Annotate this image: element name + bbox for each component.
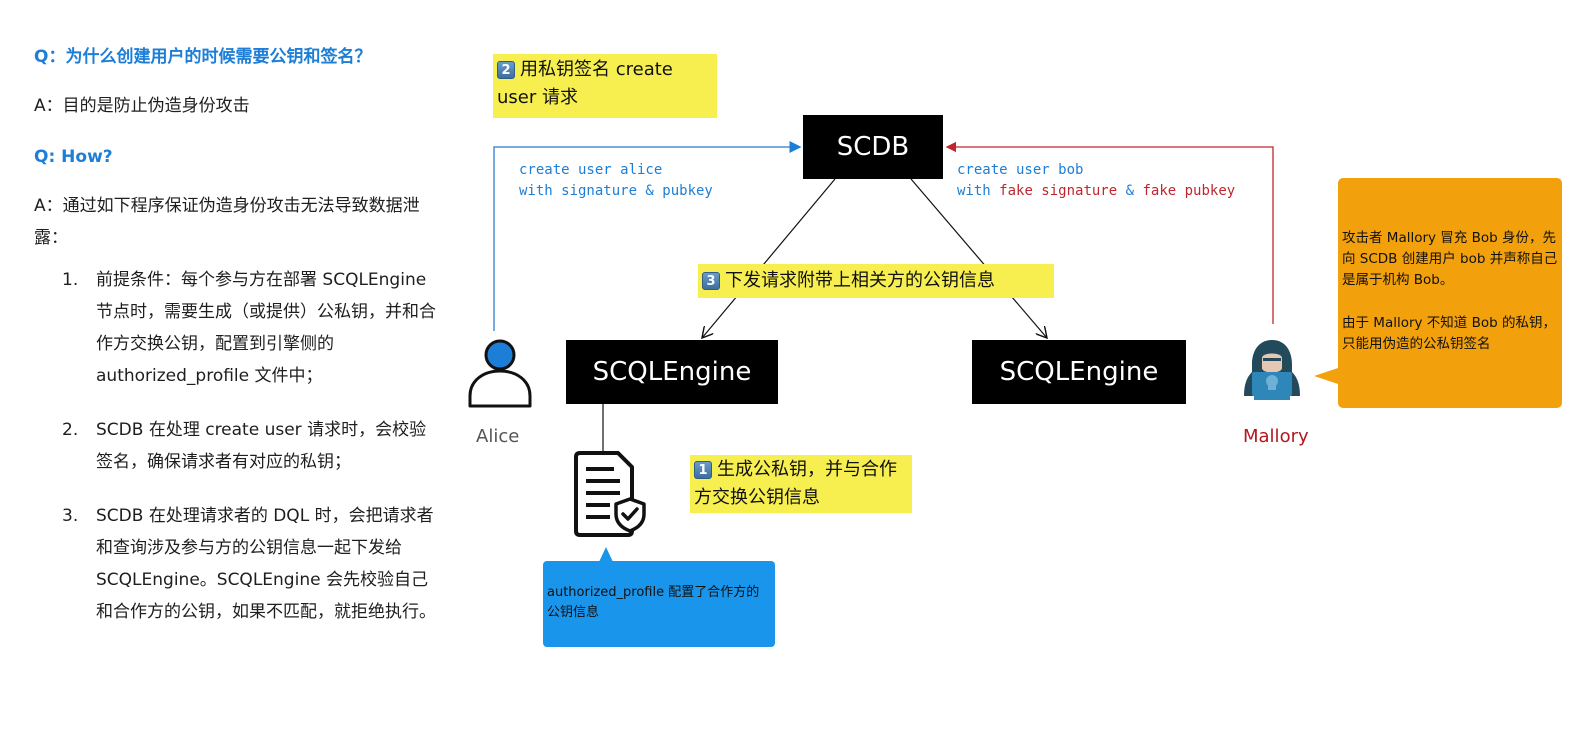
steps-list: 1. 前提条件：每个参与方在部署 SCQLEngine 节点时，需要生成（或提供… — [62, 264, 442, 650]
alice-label: Alice — [476, 426, 520, 447]
step-item: 1. 前提条件：每个参与方在部署 SCQLEngine 节点时，需要生成（或提供… — [62, 264, 442, 392]
mallory-callout-paragraph-1: 攻击者 Mallory 冒充 Bob 身份，先向 SCDB 创建用户 bob 并… — [1342, 230, 1558, 288]
bob-request-line-1: create user bob — [957, 162, 1084, 178]
scqlengine-node-right: SCQLEngine — [972, 340, 1186, 404]
bob-request-fake-pubkey: fake pubkey — [1142, 183, 1236, 199]
alice-request-line-1: create user alice — [519, 162, 663, 178]
step-text: SCDB 在处理请求者的 DQL 时，会把请求者和查询涉及参与方的公钥信息一起下… — [96, 506, 436, 622]
answer-why: A：目的是防止伪造身份攻击 — [34, 96, 250, 116]
scdb-to-engine-left-arrow — [702, 178, 836, 338]
certificate-document-icon — [574, 451, 646, 537]
note-step-2-text: 用私钥签名 create user 请求 — [497, 59, 673, 108]
scqlengine-node-left: SCQLEngine — [566, 340, 778, 404]
user-icon — [468, 339, 532, 408]
alice-request-line-2: with signature & pubkey — [519, 183, 713, 199]
alice-request-arrow — [493, 141, 802, 331]
bob-request-with: with — [957, 183, 1000, 199]
step-item: 3. SCDB 在处理请求者的 DQL 时，会把请求者和查询涉及参与方的公钥信息… — [62, 500, 442, 628]
scdb-node: SCDB — [803, 115, 943, 179]
mallory-callout-paragraph-2: 由于 Mallory 不知道 Bob 的私钥，只能用伪造的公私钥签名 — [1342, 315, 1556, 352]
answer-how: A：通过如下程序保证伪造身份攻击无法导致数据泄露： — [34, 196, 420, 248]
mallory-callout: 攻击者 Mallory 冒充 Bob 身份，先向 SCDB 创建用户 bob 并… — [1314, 178, 1562, 408]
step-text: SCDB 在处理 create user 请求时，会校验签名，确保请求者有对应的… — [96, 420, 427, 472]
authorized-profile-callout: authorized_profile 配置了合作方的公钥信息 — [543, 547, 775, 647]
note-step-3: 3 下发请求附带上相关方的公钥信息 — [698, 264, 1054, 298]
step-item: 2. SCDB 在处理 create user 请求时，会校验签名，确保请求者有… — [62, 414, 442, 478]
step-number: 3. — [62, 506, 79, 526]
step-number: 1. — [62, 270, 79, 290]
alice-request-label: create user alice with signature & pubke… — [519, 160, 713, 202]
mallory-request-arrow — [945, 141, 1274, 324]
bob-request-label: create user bob with fake signature & fa… — [957, 160, 1235, 202]
question-why: Q：为什么创建用户的时候需要公钥和签名？ — [34, 47, 372, 67]
bob-request-fake-signature: fake signature — [999, 183, 1118, 199]
step-number: 2. — [62, 420, 79, 440]
step-2-badge-icon: 2 — [497, 61, 515, 79]
connector-lines — [493, 141, 1274, 452]
note-step-1-text: 生成公私钥，并与合作方交换公钥信息 — [694, 459, 897, 508]
step-3-badge-icon: 3 — [702, 272, 720, 290]
bob-request-amp: & — [1117, 183, 1143, 199]
note-step-3-text: 下发请求附带上相关方的公钥信息 — [725, 270, 995, 291]
step-text: 前提条件：每个参与方在部署 SCQLEngine 节点时，需要生成（或提供）公私… — [96, 270, 436, 386]
question-how: Q: How? — [34, 147, 113, 167]
hacker-icon — [1244, 340, 1300, 400]
mallory-label: Mallory — [1243, 426, 1309, 447]
step-1-badge-icon: 1 — [694, 461, 712, 479]
scdb-to-engine-right-arrow — [910, 178, 1047, 338]
